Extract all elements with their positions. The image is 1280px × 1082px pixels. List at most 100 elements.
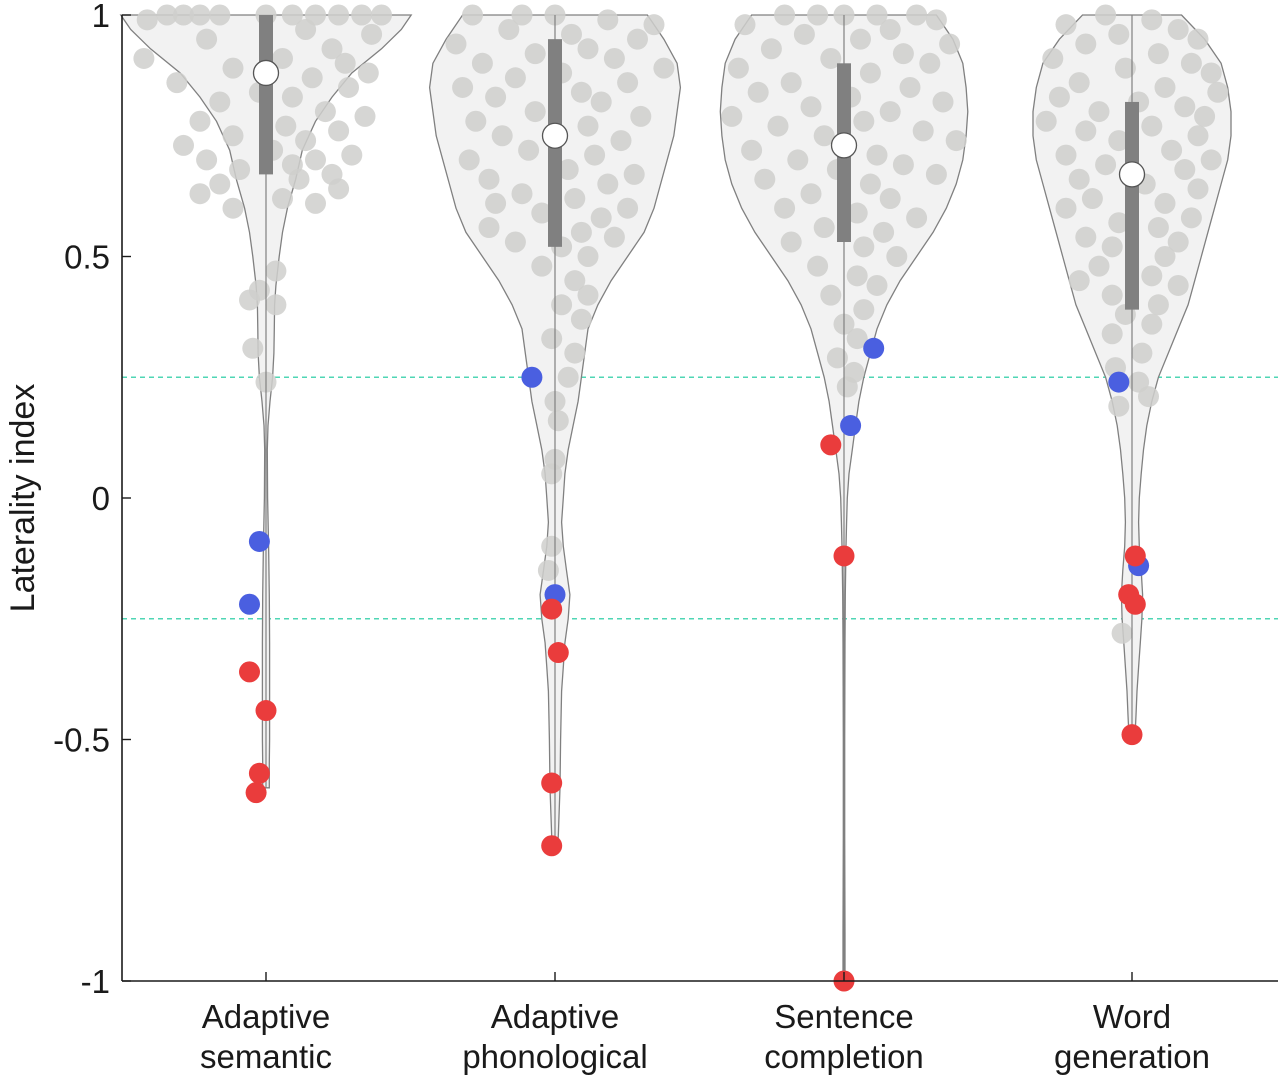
- data-point-grey: [721, 105, 743, 127]
- data-point-red: [239, 661, 260, 683]
- data-point-grey: [577, 38, 599, 60]
- x-category-label: Adaptive: [491, 998, 619, 1035]
- data-point-grey: [1154, 76, 1176, 98]
- data-point-grey: [899, 76, 921, 98]
- data-point-grey: [1141, 265, 1163, 287]
- data-point-grey: [491, 125, 513, 147]
- data-point-grey: [295, 18, 317, 40]
- data-point-grey: [1207, 81, 1229, 103]
- data-point-grey: [1180, 52, 1202, 74]
- median-marker: [541, 122, 569, 149]
- data-point-grey: [222, 197, 244, 219]
- x-category-label: Sentence: [774, 998, 913, 1035]
- data-point-red: [248, 762, 270, 784]
- data-point-grey: [341, 144, 363, 166]
- data-point-grey: [570, 308, 592, 330]
- data-point-grey: [1187, 28, 1209, 50]
- data-point-grey: [504, 67, 526, 89]
- y-tick-label: 1: [92, 0, 110, 34]
- data-point-grey: [939, 33, 961, 55]
- data-point-grey: [577, 246, 599, 267]
- data-point-red: [820, 434, 842, 456]
- data-point-grey: [471, 52, 493, 74]
- data-point-grey: [242, 337, 264, 359]
- data-point-grey: [1161, 139, 1183, 161]
- data-point-grey: [1088, 101, 1110, 123]
- data-point-grey: [173, 4, 194, 26]
- data-point-grey: [603, 226, 625, 248]
- data-point-grey: [541, 535, 563, 557]
- data-point-grey: [807, 4, 829, 26]
- data-point-blue: [239, 593, 260, 615]
- data-point-grey: [1035, 110, 1057, 132]
- median-marker: [1118, 161, 1146, 188]
- data-point-grey: [328, 4, 350, 26]
- data-point-grey: [334, 52, 356, 74]
- data-point-grey: [754, 168, 776, 190]
- threshold-lines: [122, 376, 1278, 620]
- data-point-grey: [314, 101, 336, 123]
- violins: [119, 4, 1232, 992]
- data-point-grey: [551, 294, 573, 316]
- data-point-grey: [879, 101, 901, 123]
- data-point-grey: [222, 57, 244, 79]
- data-point-red: [1124, 545, 1146, 567]
- data-point-grey: [222, 125, 244, 147]
- data-point-grey: [1055, 197, 1077, 219]
- data-point-grey: [1095, 154, 1117, 176]
- data-point-grey: [531, 202, 553, 224]
- data-point-grey: [485, 86, 507, 108]
- data-point-grey: [265, 260, 287, 282]
- data-point-grey: [741, 139, 763, 161]
- data-point-grey: [1088, 255, 1110, 277]
- data-point-grey: [774, 197, 796, 219]
- data-point-grey: [1075, 226, 1097, 248]
- data-point-grey: [1200, 62, 1222, 84]
- y-tick-label: -1: [81, 963, 110, 1000]
- data-point-grey: [445, 33, 467, 55]
- data-point-grey: [1154, 192, 1176, 214]
- x-category-label: semantic: [200, 1038, 332, 1075]
- data-point-grey: [209, 4, 231, 26]
- x-category-label: completion: [764, 1038, 924, 1075]
- data-point-grey: [1075, 120, 1097, 142]
- violin-group: [428, 4, 682, 857]
- data-point-grey: [866, 274, 888, 296]
- data-point-grey: [787, 149, 809, 171]
- data-point-grey: [305, 149, 326, 171]
- data-point-grey: [498, 18, 520, 40]
- data-point-grey: [912, 120, 934, 142]
- data-point-red: [255, 700, 277, 722]
- data-point-grey: [281, 86, 303, 108]
- data-point-grey: [485, 192, 507, 214]
- data-point-grey: [524, 101, 546, 123]
- data-point-blue: [863, 337, 885, 359]
- data-point-grey: [879, 18, 901, 40]
- data-point-grey: [1111, 622, 1133, 644]
- data-point-grey: [820, 284, 842, 306]
- data-point-grey: [1167, 231, 1189, 253]
- data-point-grey: [537, 559, 559, 581]
- data-point-grey: [623, 163, 645, 185]
- data-point-grey: [1055, 14, 1077, 36]
- data-point-grey: [727, 57, 749, 79]
- data-point-grey: [1138, 386, 1159, 408]
- data-point-grey: [1108, 23, 1130, 45]
- violin-group: [1032, 4, 1232, 746]
- data-point-grey: [511, 183, 533, 205]
- data-point-grey: [338, 76, 359, 98]
- data-point-blue: [521, 366, 543, 388]
- data-point-grey: [196, 28, 218, 50]
- data-point-grey: [653, 57, 675, 79]
- data-point-grey: [597, 9, 619, 31]
- data-point-grey: [239, 289, 260, 311]
- data-point-grey: [590, 207, 612, 229]
- y-tick-label: -0.5: [53, 722, 110, 759]
- data-point-grey: [1180, 207, 1202, 229]
- data-point-grey: [1141, 9, 1163, 31]
- data-point-grey: [531, 255, 553, 277]
- data-point-blue: [1108, 371, 1130, 393]
- data-point-grey: [627, 28, 648, 50]
- data-point-grey: [780, 72, 802, 94]
- data-point-grey: [892, 154, 914, 176]
